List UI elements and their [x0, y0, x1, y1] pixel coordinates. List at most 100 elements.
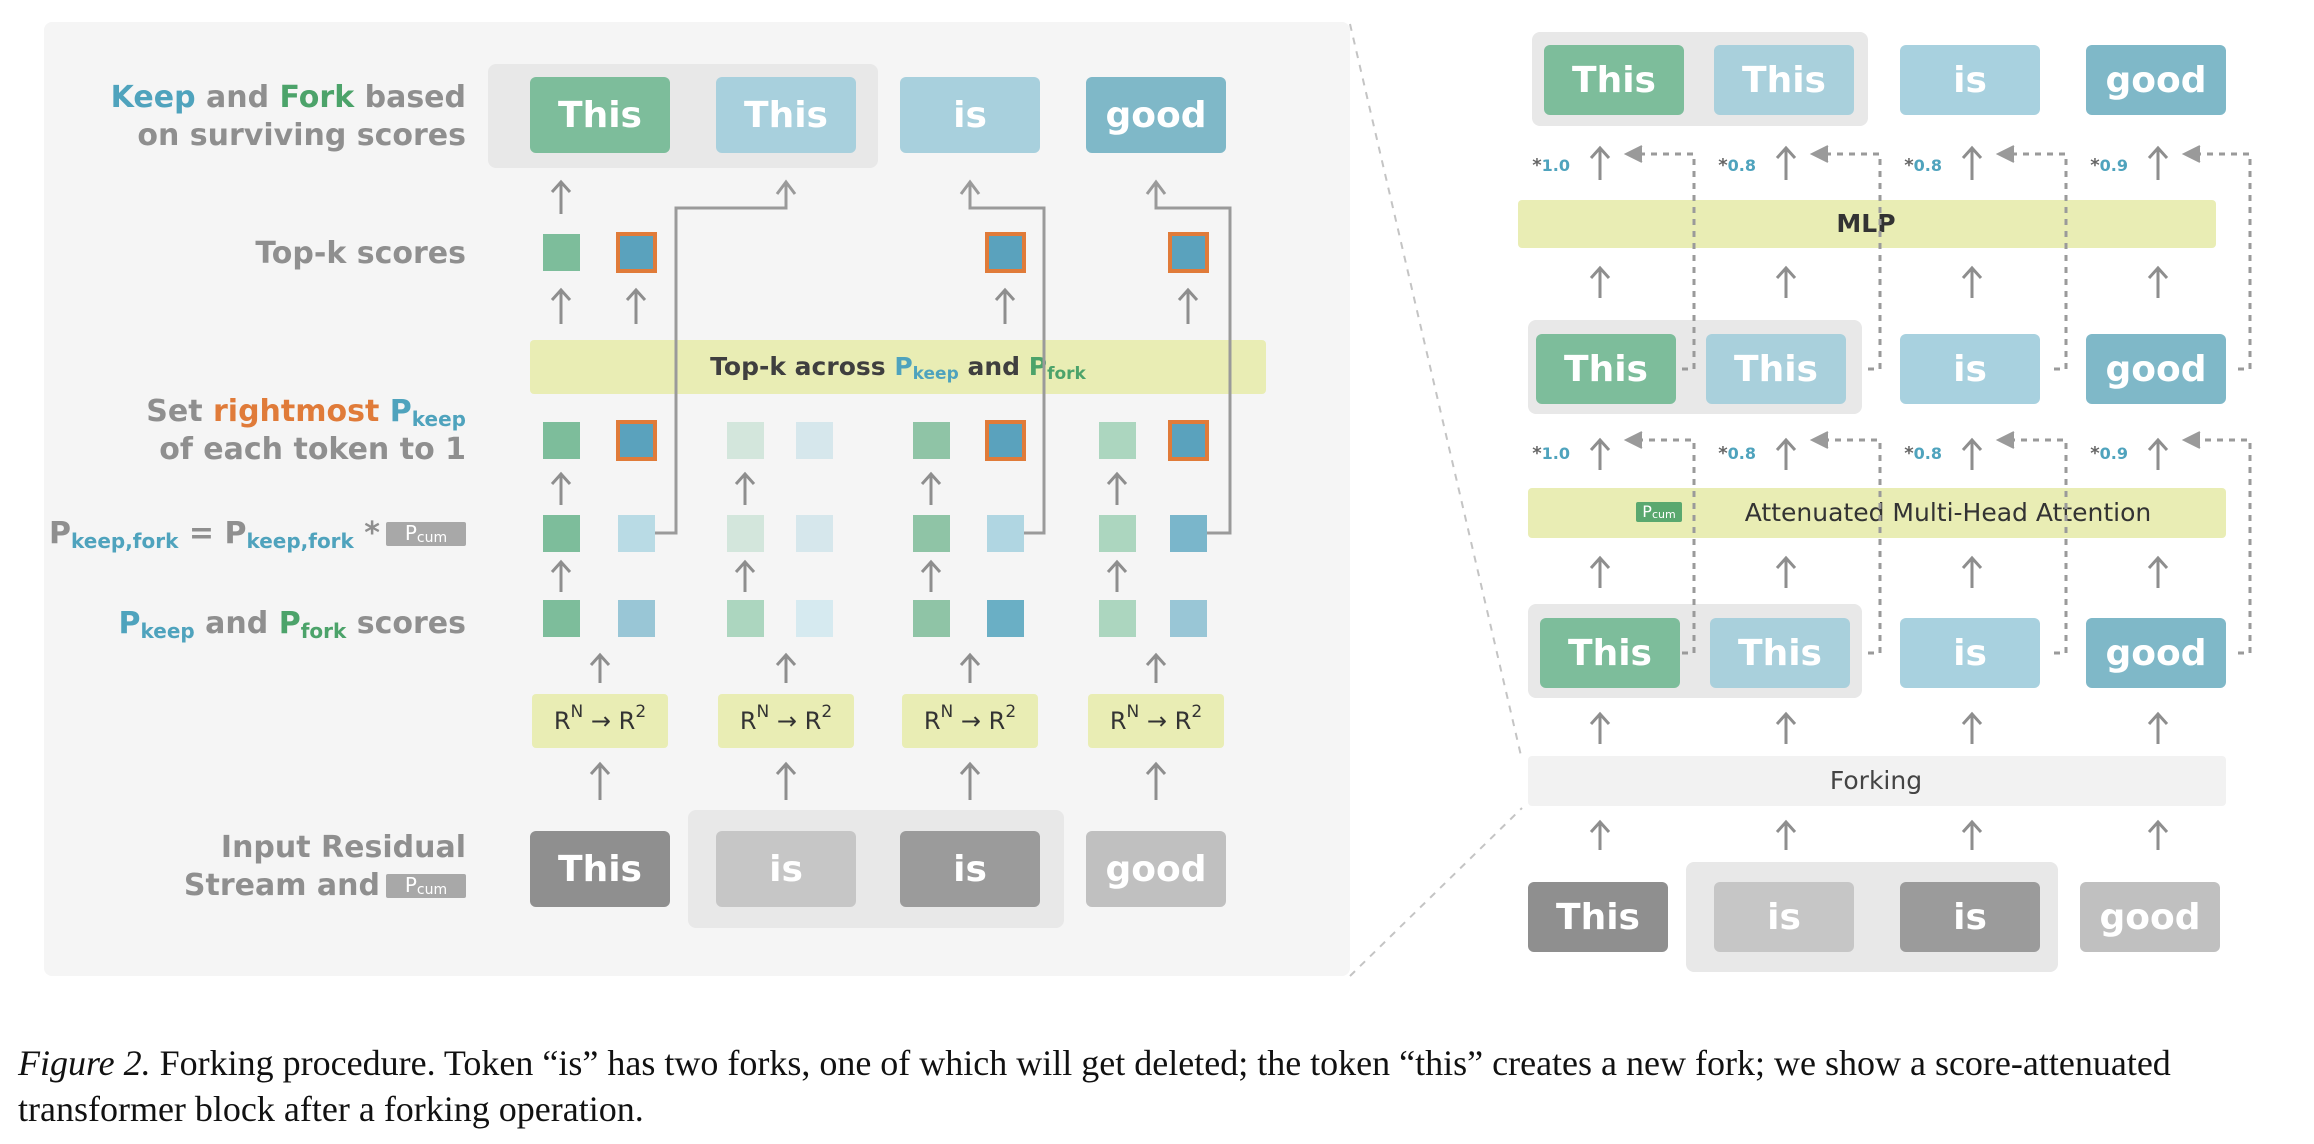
arrow-bar-topk-2-head	[994, 287, 1016, 302]
arrow-score-pcum-1-head	[734, 559, 756, 574]
label-topk-scores: Top-k scores	[255, 236, 466, 271]
right-mid-token-2-label: is	[1953, 349, 1987, 390]
pcum-square-0-keep	[543, 515, 580, 552]
input-token-2	[900, 831, 1040, 907]
projection-label-1-run: →	[769, 707, 804, 735]
route-fork-0	[655, 184, 788, 535]
input-token-0-label: This	[558, 849, 642, 890]
right-low-token-3	[2086, 618, 2226, 688]
pcum-square-2-fork	[987, 515, 1024, 552]
scale-top-0: *1.0	[1532, 155, 1570, 176]
arrow-input-1-head	[775, 761, 797, 776]
set-square-2-keep	[913, 422, 950, 459]
scale-mid-2-run: *	[1904, 443, 1914, 464]
label-set-rightmost-run: rightmost	[213, 394, 379, 429]
topk-across-label: Top-k across Pkeep and Pfork	[710, 352, 1086, 384]
arrow-proj-2-head	[959, 652, 981, 667]
forking-label: Forking	[1830, 766, 1922, 795]
scale-top-2-run: 0.8	[1914, 156, 1942, 175]
arrow-input-2-head	[959, 761, 981, 776]
pcum-tag-input	[386, 874, 466, 898]
arrow-score-pcum-3-head	[1106, 559, 1128, 574]
projection-label-1-run: 2	[821, 702, 832, 722]
label-pkeep-pfork-scores-run: P	[279, 606, 301, 641]
projection-label-2-run: R	[924, 707, 941, 735]
projection-box-0	[532, 694, 668, 748]
mlp-label: MLP	[1836, 209, 1895, 238]
score-square-2-fork	[987, 600, 1024, 637]
projection-label-2-run: N	[941, 702, 954, 722]
arrow-topk-out-0-head	[550, 179, 572, 194]
label-stream-and-run: Stream and	[184, 868, 380, 903]
right-top-token-2	[1900, 45, 2040, 115]
projection-label-2-run: →	[953, 707, 988, 735]
caption-text: Forking procedure. Token “is” has two fo…	[18, 1043, 2171, 1129]
output-token-3-label: good	[1105, 95, 1206, 136]
route-fork-2-head	[959, 179, 981, 195]
right-top-token-1	[1714, 45, 1854, 115]
scale-mid-2-run: 0.8	[1914, 444, 1942, 463]
scale-top-3-run: 0.9	[2100, 156, 2128, 175]
input-token-3	[1086, 831, 1226, 907]
attention-pcum-tag-label-run: P	[1642, 502, 1652, 521]
score-square-2-keep	[913, 600, 950, 637]
score-square-1-fork	[796, 600, 833, 637]
projection-label-3-run: R	[1110, 707, 1127, 735]
r-arrow-mid-2-head	[1961, 265, 1983, 280]
r-skip-mlp-head-3	[2181, 145, 2201, 163]
r-arrow-in-3-head	[2147, 819, 2169, 834]
r-arrow-low-3-head	[2147, 555, 2169, 570]
right-low-token-0-label: This	[1568, 633, 1652, 674]
projection-label-1: RN → R2	[740, 702, 832, 735]
r-skip-attn-1	[1826, 438, 1882, 655]
forking-label-run: Forking	[1830, 766, 1922, 795]
pcum-square-0-fork	[618, 515, 655, 552]
route-fork-2	[968, 184, 1046, 535]
output-token-2-label: is	[953, 95, 987, 136]
score-square-3-keep	[1099, 600, 1136, 637]
right-top-token-1-label: This	[1742, 60, 1826, 101]
arrow-pcum-set-2-head	[920, 471, 942, 486]
label-pcum-equation-run: keep,fork	[71, 529, 179, 553]
r-skip-mlp-2	[2012, 152, 2068, 371]
topk-across-label-run: keep	[913, 364, 959, 384]
scale-mid-1-run: 0.8	[1728, 444, 1756, 463]
pcum-square-1-keep	[727, 515, 764, 552]
zoom-line-top	[1349, 23, 1523, 761]
right-top-token-2-label: is	[1953, 60, 1987, 101]
r-arrow-mlp-1-head	[1775, 145, 1797, 160]
pcum-square-3-keep	[1099, 515, 1136, 552]
label-set-rightmost-run: P	[390, 394, 412, 429]
label-keep-fork-run: based	[354, 80, 466, 115]
pcum-square-3-fork	[1170, 515, 1207, 552]
projection-label-3-run: 2	[1191, 702, 1202, 722]
pcum-tag-input-label-run: cum	[417, 882, 447, 898]
projection-label-3-run: N	[1127, 702, 1140, 722]
right-mid-token-0	[1536, 334, 1676, 404]
label-pkeep-pfork-scores-run: and	[195, 606, 279, 641]
r-arrow-in-1-head	[1775, 819, 1797, 834]
right-top-token-3	[2086, 45, 2226, 115]
label-set-rightmost: Set rightmost Pkeep	[146, 394, 466, 431]
arrow-bar-topk-0a-head	[550, 287, 572, 302]
label-pcum-equation-run: =	[178, 516, 224, 551]
set-square-3-fork	[1168, 420, 1209, 461]
scale-mid-1-run: *	[1718, 443, 1728, 464]
label-input-residual: Input Residual	[221, 830, 466, 865]
projection-label-0: RN → R2	[554, 702, 646, 735]
scale-top-1-run: 0.8	[1728, 156, 1756, 175]
scale-mid-3-run: 0.9	[2100, 444, 2128, 463]
projection-label-0-run: N	[571, 702, 584, 722]
topk-across-label-run: and	[959, 352, 1029, 381]
attention-pcum-tag-label-run: cum	[1652, 508, 1676, 521]
label-pkeep-pfork-scores-run: keep	[141, 619, 195, 643]
attention-pcum-tag-label: Pcum	[1642, 502, 1675, 522]
right-input-token-2	[1900, 882, 2040, 952]
projection-label-0-run: R	[554, 707, 571, 735]
score-square-3-fork	[1170, 600, 1207, 637]
input-token-3-label: good	[1105, 849, 1206, 890]
pcum-square-1-fork	[796, 515, 833, 552]
scale-top-0-run: 1.0	[1542, 156, 1570, 175]
r-arrow-mid-3-head	[2147, 265, 2169, 280]
